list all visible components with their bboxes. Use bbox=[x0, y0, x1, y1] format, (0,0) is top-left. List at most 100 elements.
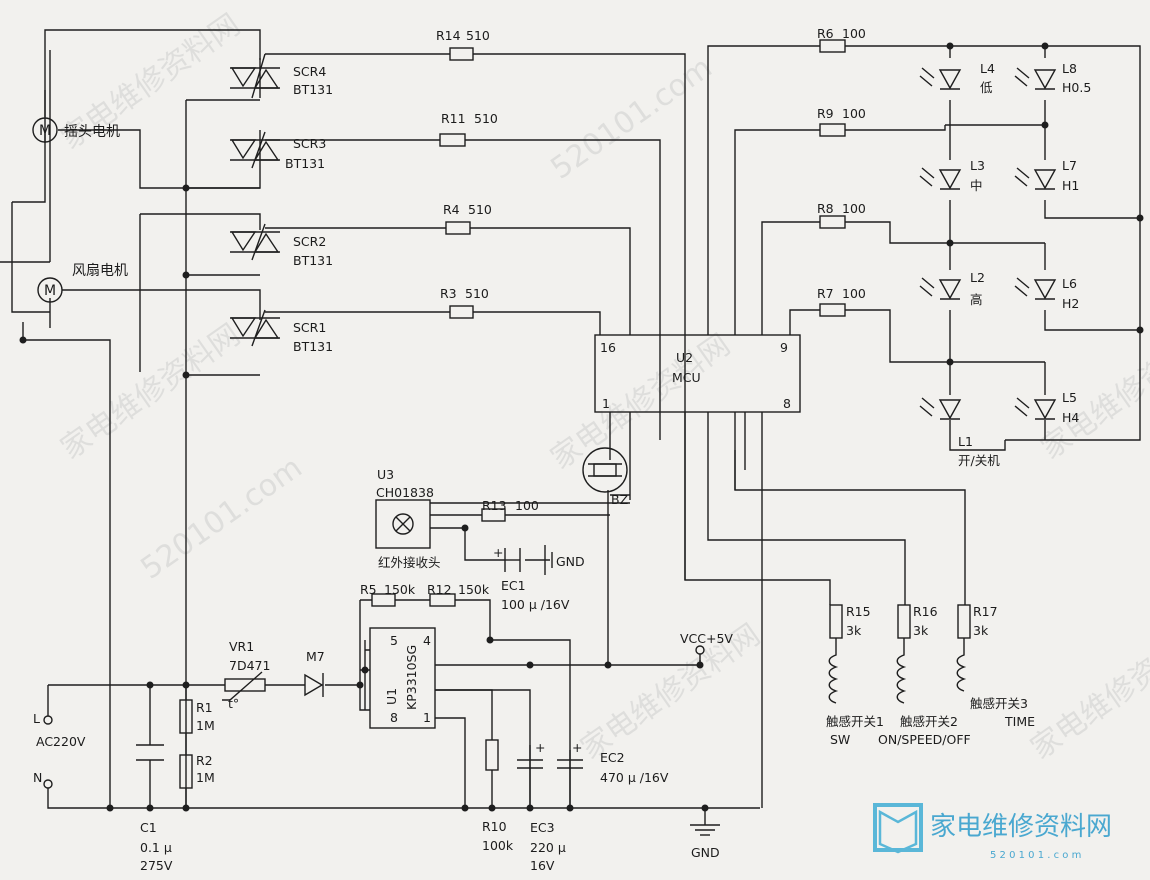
u1-ref: U1 bbox=[384, 688, 399, 705]
resistor-r11: R11 510 bbox=[439, 111, 498, 147]
pin-label: 4 bbox=[423, 633, 431, 648]
svg-text:+: + bbox=[493, 545, 503, 560]
triac-scr3: SCR3 BT131 bbox=[230, 131, 326, 171]
watermark: 家电维修资料网 bbox=[1025, 617, 1150, 766]
resistor-r14: R14 510 bbox=[436, 28, 490, 61]
led-label: H2 bbox=[1062, 296, 1079, 311]
resistor-value: 3k bbox=[913, 623, 929, 638]
resistor-r6: R6 100 bbox=[817, 26, 866, 53]
resistor-value: 100 bbox=[842, 106, 866, 121]
gnd-label: GND bbox=[556, 554, 585, 569]
triac-ref: SCR4 bbox=[293, 64, 326, 79]
resistor-ref: R12 bbox=[427, 582, 452, 597]
triac-ref: SCR1 bbox=[293, 320, 326, 335]
motor-symbol: M bbox=[44, 283, 56, 299]
motor-symbol: M bbox=[39, 123, 51, 139]
led-ref: L1 bbox=[958, 434, 973, 449]
resistor-ref: R5 bbox=[360, 582, 377, 597]
svg-text:+: + bbox=[572, 740, 582, 755]
capacitor-value: 220 µ bbox=[530, 840, 566, 855]
led-label: H4 bbox=[1062, 410, 1079, 425]
resistor-value: 510 bbox=[466, 28, 490, 43]
ir-part: CH01838 bbox=[376, 485, 434, 500]
resistor-value: 510 bbox=[474, 111, 498, 126]
led-l6: L6 H2 bbox=[1014, 276, 1079, 311]
varistor-vr1: VR1 7D471 t° bbox=[222, 639, 270, 711]
logo-text: 家电维修资料网 bbox=[930, 812, 1112, 842]
diode-ref: M7 bbox=[306, 649, 325, 664]
watermark: 520101.com bbox=[545, 50, 719, 187]
resistor-ref: R6 bbox=[817, 26, 834, 41]
power-input: L AC220V N bbox=[33, 685, 86, 789]
led-label: H1 bbox=[1062, 178, 1079, 193]
capacitor-voltage: 16V bbox=[530, 858, 555, 873]
u1-part: KP3310SG bbox=[404, 645, 419, 710]
ir-desc: 红外接收头 bbox=[378, 555, 441, 570]
resistor-r1: R1 1M bbox=[179, 699, 215, 734]
resistor-value: 510 bbox=[468, 202, 492, 217]
resistor-r7: R7 100 bbox=[817, 286, 866, 317]
resistor-value: 100 bbox=[842, 286, 866, 301]
touch-r16: R16 3k 触感开关2 ON/SPEED/OFF bbox=[878, 604, 971, 747]
resistor-ref: R13 bbox=[482, 498, 507, 513]
thermal-symbol: t° bbox=[228, 696, 239, 711]
resistor-value: 150k bbox=[384, 582, 416, 597]
resistor-ref: R10 bbox=[482, 819, 507, 834]
led-ref: L7 bbox=[1062, 158, 1077, 173]
watermark-layer: 家电维修资料网 520101.com 520101.com 家电维修资料网 家电… bbox=[55, 7, 1150, 766]
capacitor-voltage: 275V bbox=[140, 858, 173, 873]
capacitor-ec3: + EC3 220 µ 16V bbox=[517, 740, 566, 873]
led-l3: L3 中 bbox=[919, 158, 985, 193]
pin-label: 9 bbox=[780, 340, 788, 355]
led-ref: L8 bbox=[1062, 61, 1077, 76]
vcc-node: VCC+5V bbox=[680, 631, 733, 665]
resistor-ref: R1 bbox=[196, 700, 213, 715]
resistor-value: 100 bbox=[842, 201, 866, 216]
triac-ref: SCR2 bbox=[293, 234, 326, 249]
capacitor-ref: C1 bbox=[140, 820, 157, 835]
resistor-ref: R8 bbox=[817, 201, 834, 216]
ground-symbol: GND bbox=[690, 824, 720, 860]
led-label: 高 bbox=[970, 292, 983, 307]
led-label: 中 bbox=[970, 178, 983, 193]
resistor-ref: R14 bbox=[436, 28, 461, 43]
ac-label: AC220V bbox=[36, 734, 86, 749]
resistor-r8: R8 100 bbox=[817, 201, 866, 229]
triac-part: BT131 bbox=[293, 253, 333, 268]
varistor-part: 7D471 bbox=[229, 658, 270, 673]
led-ref: L5 bbox=[1062, 390, 1077, 405]
resistor-r2: R2 1M bbox=[179, 753, 215, 789]
resistor-ref: R3 bbox=[440, 286, 457, 301]
regulator-u1: 5 4 8 1 U1 KP3310SG bbox=[369, 627, 436, 729]
resistor-ref: R15 bbox=[846, 604, 871, 619]
triac-part: BT131 bbox=[285, 156, 325, 171]
gnd-label: GND bbox=[691, 845, 720, 860]
ir-receiver: U3 CH01838 红外接收头 bbox=[375, 467, 441, 570]
touch-switch-label: 触感开关1 bbox=[826, 714, 884, 729]
resistor-r3: R3 510 bbox=[440, 286, 489, 319]
wires bbox=[0, 29, 1141, 825]
resistor-value: 3k bbox=[846, 623, 862, 638]
diode-m7: M7 bbox=[304, 649, 325, 697]
led-l2: L2 高 bbox=[919, 270, 985, 307]
capacitor-ref: EC1 bbox=[501, 578, 526, 593]
resistor-r10: R10 100k bbox=[482, 739, 514, 853]
ir-ref: U3 bbox=[377, 467, 394, 482]
varistor-ref: VR1 bbox=[229, 639, 254, 654]
resistor-r5: R5 150k bbox=[360, 582, 416, 607]
triac-scr2: SCR2 BT131 bbox=[230, 223, 333, 268]
resistor-ref: R4 bbox=[443, 202, 460, 217]
resistor-ref: R7 bbox=[817, 286, 834, 301]
touch-r17: R17 3k 触感开关3 TIME bbox=[956, 604, 1035, 729]
capacitor-c1: C1 0.1 µ 275V bbox=[136, 744, 173, 873]
capacitor-value: 470 µ /16V bbox=[600, 770, 669, 785]
touch-switch-func: ON/SPEED/OFF bbox=[878, 732, 971, 747]
resistor-value: 1M bbox=[196, 718, 215, 733]
fan-motor-label: 风扇电机 bbox=[72, 263, 128, 279]
resistor-r9: R9 100 bbox=[817, 106, 866, 137]
resistor-r12: R12 150k bbox=[427, 582, 490, 607]
mcu-ref: U2 bbox=[676, 350, 693, 365]
led-l1: L1 开/关机 bbox=[919, 397, 1000, 468]
resistor-r4: R4 510 bbox=[443, 202, 492, 235]
